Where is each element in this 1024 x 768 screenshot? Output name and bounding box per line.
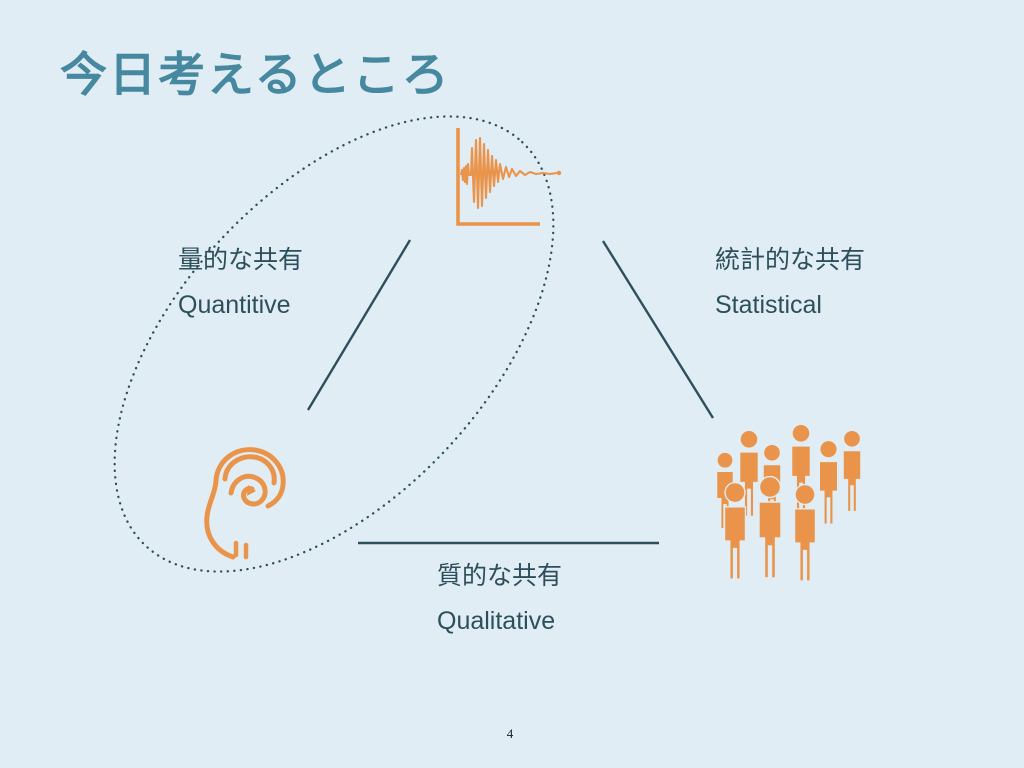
label-statistical-ja: 統計的な共有 xyxy=(715,246,866,274)
label-quantitative-en: Quantitive xyxy=(178,291,291,319)
waveform-icon xyxy=(456,128,562,226)
label-quantitative: 量的な共有 Quantitive xyxy=(178,238,303,328)
label-qualitative-ja: 質的な共有 xyxy=(437,562,563,590)
label-statistical-en: Statistical xyxy=(715,291,822,319)
label-quantitative-ja: 量的な共有 xyxy=(178,246,304,274)
label-statistical: 統計的な共有 Statistical xyxy=(715,238,865,328)
label-qualitative-en: Qualitative xyxy=(437,607,556,635)
connector-left xyxy=(306,239,412,411)
connector-right xyxy=(601,240,715,419)
label-qualitative: 質的な共有 Qualitative xyxy=(437,554,562,644)
people-icon xyxy=(716,424,862,582)
page-number: 4 xyxy=(506,726,514,741)
ear-icon xyxy=(204,447,286,560)
slide-title: 今日考えるところ xyxy=(60,48,451,101)
